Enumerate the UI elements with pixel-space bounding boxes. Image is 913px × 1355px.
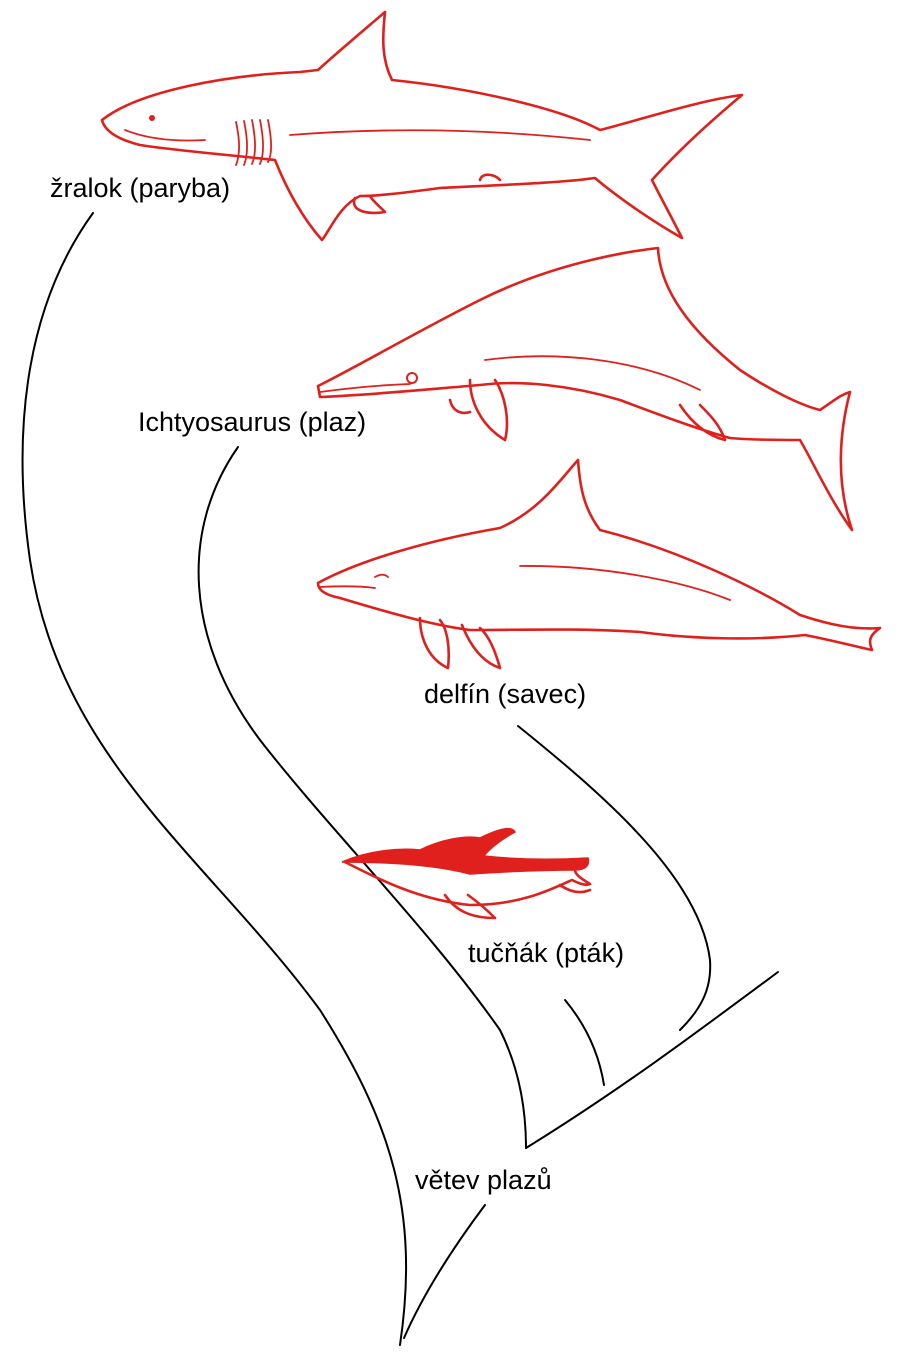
penguin-back xyxy=(342,829,588,874)
ichthyosaurus-drawing xyxy=(318,248,852,530)
shark-anal-fin xyxy=(480,175,500,180)
dolphin-mouth xyxy=(320,586,375,588)
ichthyosaurus-front-flipper xyxy=(470,380,507,440)
dolphin-eye xyxy=(375,575,388,577)
phylogenetic-tree xyxy=(23,213,778,1345)
shark-lateral-line xyxy=(290,130,590,140)
branch-reptile-trunk xyxy=(526,972,778,1148)
dolphin-body xyxy=(318,460,880,650)
dolphin-second-fin xyxy=(462,625,500,668)
ichthyosaurus-eye xyxy=(407,373,417,383)
penguin-feet xyxy=(560,885,590,892)
penguin-drawing xyxy=(342,829,590,918)
dolphin-side-line xyxy=(520,566,730,600)
branch-dolphin xyxy=(518,726,710,1030)
shark-pelvic-fin xyxy=(354,196,385,213)
shark-eye xyxy=(149,115,155,121)
shark-mouth xyxy=(125,130,205,141)
branch-ichthyosaurus xyxy=(199,447,526,1148)
dolphin-drawing xyxy=(318,460,880,668)
penguin-flipper xyxy=(445,895,495,918)
label-penguin: tučňák (pták) xyxy=(468,938,624,968)
ichthyosaurus-back-line xyxy=(485,356,700,390)
label-ichthyosaurus: Ichtyosaurus (plaz) xyxy=(138,407,366,437)
ichthyosaurus-small-flipper xyxy=(450,400,470,413)
branch-penguin xyxy=(565,1000,604,1085)
shark-drawing xyxy=(102,12,742,240)
labels: žralok (paryba) Ichtyosaurus (plaz) delf… xyxy=(50,173,624,1195)
ichthyosaurus-body xyxy=(318,248,852,530)
label-dolphin: delfín (savec) xyxy=(424,679,586,709)
dolphin-pectoral-fin xyxy=(420,618,449,668)
label-shark: žralok (paryba) xyxy=(50,173,230,203)
branch-shark xyxy=(23,213,407,1345)
shark-body xyxy=(102,12,742,240)
branch-reptile-stem xyxy=(404,1205,485,1338)
label-reptile-branch: větev plazů xyxy=(415,1165,552,1195)
